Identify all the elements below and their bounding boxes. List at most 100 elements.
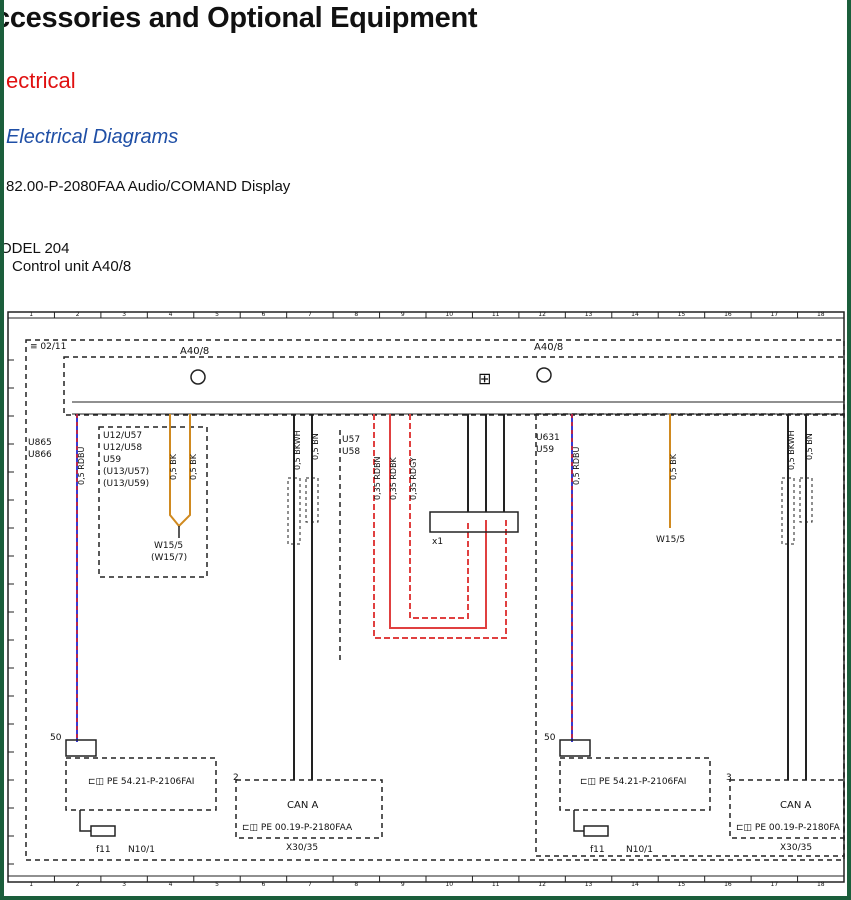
document-reference: 82.00-P-2080FAA Audio/COMAND Display (6, 178, 291, 195)
can-component-box (729, 779, 845, 839)
grid-number: 16 (724, 881, 732, 888)
wire-label: 0,35 RDBK (389, 456, 398, 500)
grid-number: 17 (771, 881, 779, 888)
grid-number: 10 (445, 881, 453, 888)
option-code: U59 (103, 455, 121, 465)
grid-number: 7 (308, 311, 312, 318)
antenna-symbol-icon (536, 367, 552, 383)
option-code: (U13/U57) (103, 467, 149, 477)
series-code: U865 (28, 438, 52, 448)
series-code: U57 (342, 435, 360, 445)
grid-number: 5 (215, 311, 219, 318)
grid-number: 8 (354, 311, 358, 318)
grid-number: 8 (354, 881, 358, 888)
revision-label: ≡ 02/11 (30, 342, 66, 352)
pin-label: 50 (544, 733, 556, 743)
pin-label: 3 (726, 773, 732, 783)
grid-number: 18 (817, 311, 825, 318)
wire-label: 0,5 RDBU (572, 447, 581, 485)
pe-reference: ⊏◫ PE 54.21-P-2106FAI (88, 777, 194, 787)
section-heading: Electrical Diagrams (6, 126, 179, 148)
side-ticks (8, 312, 799, 882)
unit-label-right: A40/8 (534, 342, 563, 353)
grid-number: 3 (122, 881, 126, 888)
twist-box (799, 477, 813, 523)
twist-box (287, 477, 301, 545)
option-code: (U13/U59) (103, 479, 149, 489)
series-code: U59 (536, 445, 554, 455)
control-unit-label: Control unit A40/8 (12, 258, 132, 275)
series-code: U631 (536, 433, 560, 443)
right-option-box (535, 413, 845, 857)
grid-number: 9 (401, 881, 405, 888)
option-code: U12/U58 (103, 443, 142, 453)
grid-number: 12 (538, 881, 546, 888)
wire-label: 0,5 BKWH (787, 430, 796, 470)
document-page: ccessories and Optional Equipment ectric… (4, 0, 847, 896)
ground-label-alt: (W15/7) (151, 553, 187, 563)
unit-label-left: A40/8 (180, 346, 209, 357)
diagram-frame (7, 311, 845, 883)
wire-label: 0,5 BKWH (293, 430, 302, 470)
speaker-wire-1 (373, 414, 507, 639)
connector-label: X30/35 (286, 843, 318, 853)
connector-label: N10/1 (626, 845, 653, 855)
grid-number: 13 (585, 881, 593, 888)
grid-number: 4 (169, 881, 173, 888)
fuse-wire (79, 810, 91, 832)
grid-number: 6 (262, 881, 266, 888)
grid-number: 18 (817, 881, 825, 888)
series-code: U866 (28, 450, 52, 460)
wire-label: 0,5 BN (805, 433, 814, 460)
antenna-symbol-icon (190, 369, 206, 385)
antenna-component-box (559, 757, 711, 811)
grid-number: 12 (538, 311, 546, 318)
wire-label: 0,5 RDBU (77, 447, 86, 485)
grid-number: 9 (401, 311, 405, 318)
antenna-connector (559, 739, 591, 757)
page-title: ccessories and Optional Equipment (4, 2, 478, 34)
pin-label: 50 (50, 733, 62, 743)
category-heading: ectrical (6, 68, 76, 93)
grid-number: 15 (678, 881, 686, 888)
fuse-symbol-icon (90, 825, 116, 837)
grid-number: 11 (492, 311, 500, 318)
series-code: U58 (342, 447, 360, 457)
grid-number: 6 (262, 311, 266, 318)
grid-number: 16 (724, 311, 732, 318)
grid-number: 14 (631, 881, 639, 888)
grid-number: 11 (492, 881, 500, 888)
fuse-wire (573, 810, 584, 832)
grid-number: 10 (445, 311, 453, 318)
wire-label: 0,35 RDBN (373, 456, 382, 500)
grid-number: 3 (122, 311, 126, 318)
ground-label: W15/5 (656, 535, 685, 545)
grid-number: 2 (76, 311, 80, 318)
fuse-label: f11 (96, 845, 111, 855)
wire-label: 0,5 BK (189, 453, 198, 480)
fuse-symbol-icon (583, 825, 609, 837)
grid-number: 2 (76, 881, 80, 888)
twist-box (781, 477, 795, 545)
antenna-connector (65, 739, 97, 757)
speaker-wire-2 (389, 414, 487, 629)
wire-label: 0,35 RDGY (409, 457, 418, 500)
can-label: CAN A (287, 800, 318, 811)
grid-number: 5 (215, 881, 219, 888)
speaker-wire-3 (409, 414, 469, 619)
grid-number: 17 (771, 311, 779, 318)
option-code: U12/U57 (103, 431, 142, 441)
connector-label: x1 (432, 537, 443, 547)
grid-number: 7 (308, 881, 312, 888)
connector-label: N10/1 (128, 845, 155, 855)
wire-label: 0,5 BK (169, 453, 178, 480)
wire-label: 0,5 BN (311, 433, 320, 460)
can-label: CAN A (780, 800, 811, 811)
can-component-box (235, 779, 383, 839)
twist-box (305, 477, 319, 523)
connector-x1 (429, 511, 519, 533)
connector-symbol-icon: ⊞ (478, 369, 491, 388)
